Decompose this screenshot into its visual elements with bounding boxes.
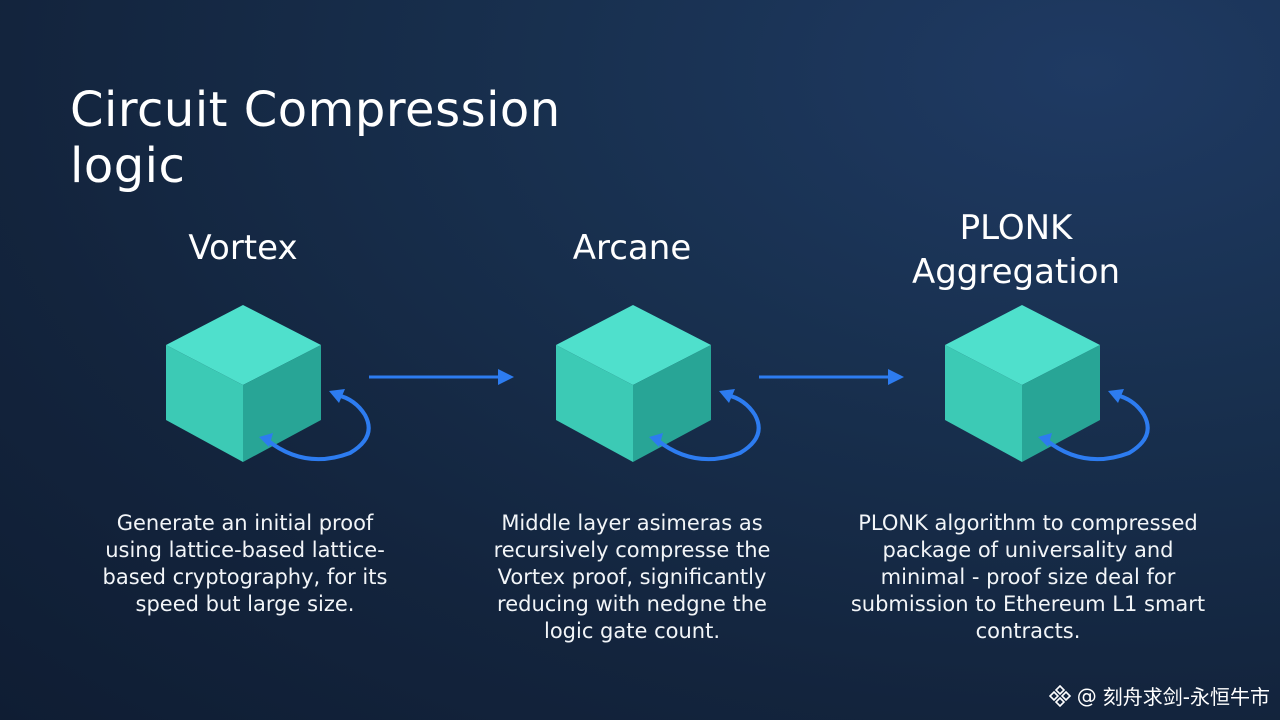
stage-label-plonk: PLONK Aggregation — [911, 208, 1121, 292]
stage-description-vortex: Generate an initial proof using lattice-… — [102, 511, 388, 616]
diamond-logo-icon — [1048, 684, 1071, 707]
stage-label-vortex: Vortex — [188, 228, 298, 268]
stage-label-arcane: Arcane — [572, 228, 692, 268]
right-arrow-icon — [759, 369, 904, 385]
watermark: @ 刻舟求剑-永恒牛市 — [1048, 681, 1270, 710]
arcane-cube-icon — [556, 305, 711, 462]
watermark-at: @ — [1076, 683, 1097, 708]
vortex-loop-arrow-icon — [259, 389, 371, 462]
plonk-loop-arrow-icon — [1038, 389, 1150, 462]
stage-description-arcane: Middle layer asimeras as recursively com… — [493, 511, 771, 643]
arcane-loop-arrow-icon — [649, 389, 761, 462]
plonk-cube-icon — [945, 305, 1100, 462]
right-arrow-icon — [369, 369, 514, 385]
stage-description-plonk: PLONK algorithm to compressed package of… — [850, 511, 1206, 643]
watermark-text: 刻舟求剑-永恒牛市 — [1102, 685, 1270, 709]
vortex-cube-icon — [166, 305, 321, 462]
page-title: Circuit Compression logic — [70, 82, 561, 194]
